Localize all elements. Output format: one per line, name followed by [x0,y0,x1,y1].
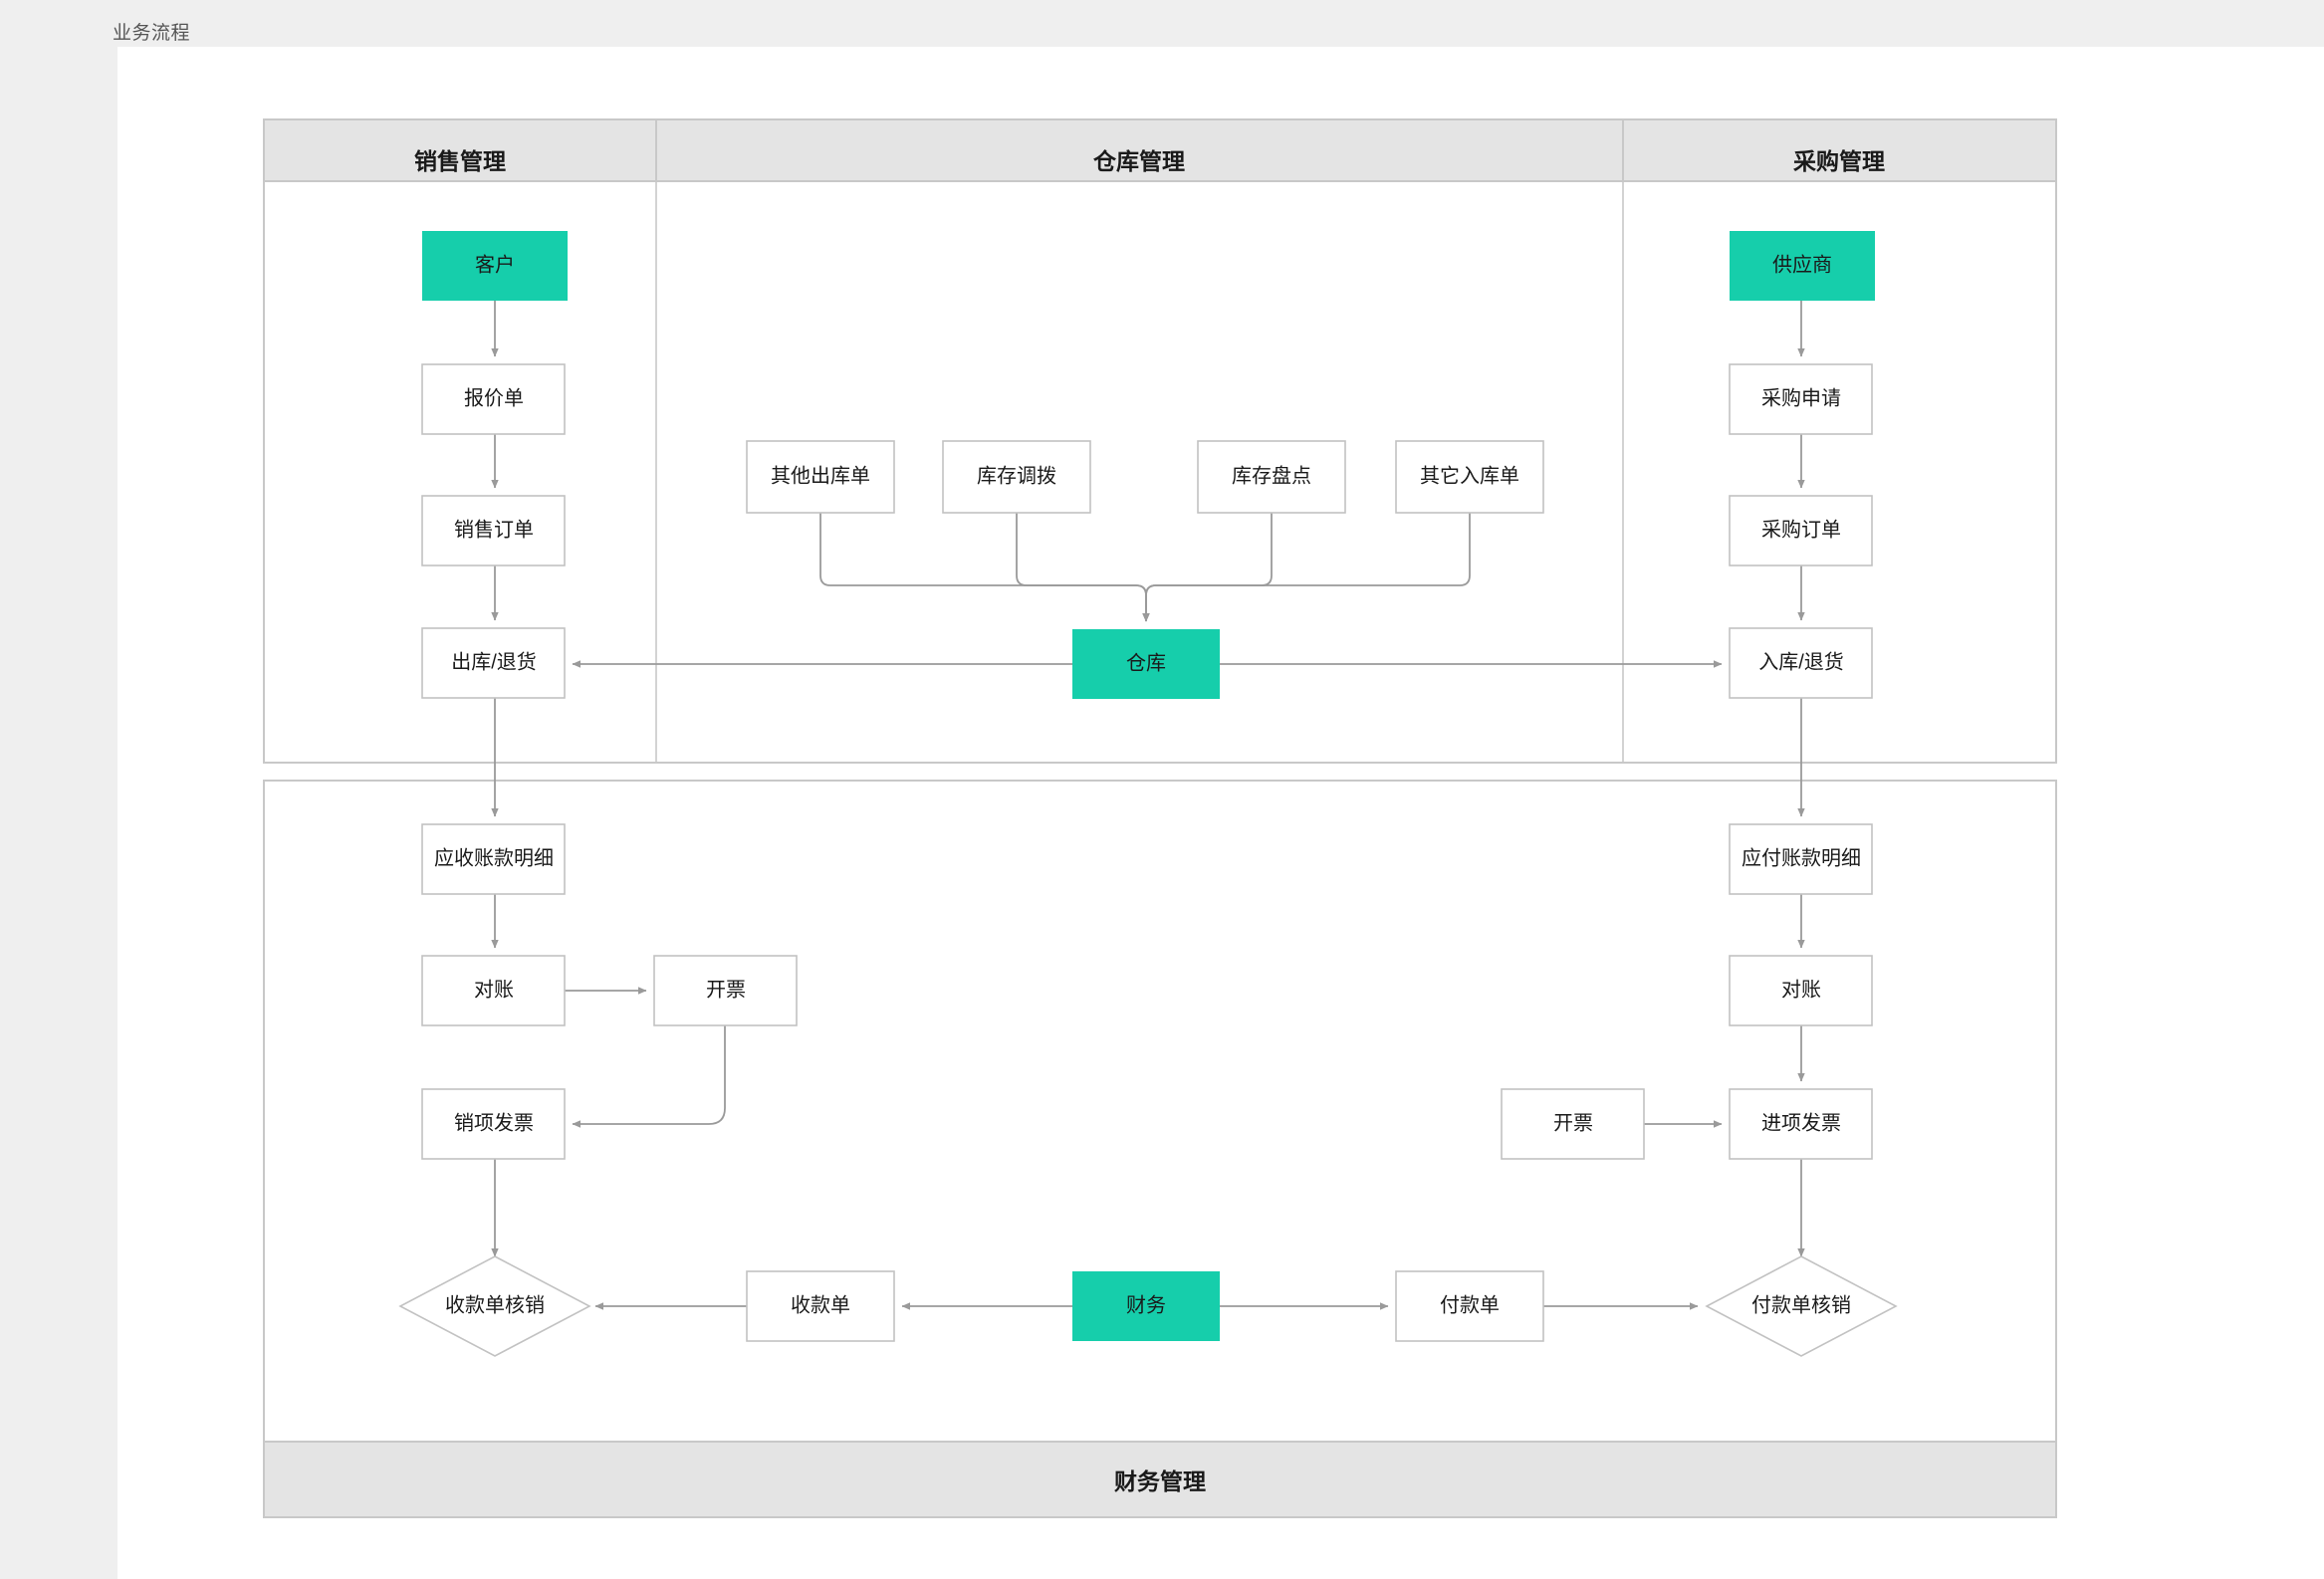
node-stock-count-label: 库存盘点 [1232,464,1311,487]
node-payment-writeoff[interactable]: 付款单核销 [1705,1255,1898,1357]
page-title: 业务流程 [113,23,191,44]
node-supplier-label: 供应商 [1772,253,1832,276]
node-stock-count[interactable]: 库存盘点 [1197,440,1346,514]
edge-other-outbound-to-warehouse [819,513,1150,622]
node-sales-order[interactable]: 销售订单 [421,495,566,566]
node-purchase-order[interactable]: 采购订单 [1729,495,1873,566]
node-payment-writeoff-label: 付款单核销 [1751,1293,1851,1316]
finance-swimlane-container: 财务管理 [263,780,2057,1518]
node-purchase-request[interactable]: 采购申请 [1729,363,1873,435]
node-purchase-order-label: 采购订单 [1761,518,1841,541]
edge-other-inbound-to-warehouse [1142,513,1471,622]
node-reconcile-ap-label: 对账 [1781,978,1821,1001]
node-stock-transfer-label: 库存调拨 [977,464,1056,487]
node-customer-label: 客户 [475,253,515,276]
lane-header-finance-bg [263,1441,2057,1518]
node-sales-order-label: 销售订单 [454,518,534,541]
lane-header-finance-label: 财务管理 [1114,1468,1206,1494]
node-layer: 客户 报价单 销售订单 出库/退货 其他出库单 库存调拨 库存盘点 [398,231,1898,1357]
node-warehouse[interactable]: 仓库 [1072,629,1220,699]
node-output-invoice[interactable]: 销项发票 [421,1088,566,1160]
node-quotation[interactable]: 报价单 [421,363,566,435]
node-finance-label: 财务 [1126,1293,1166,1316]
node-receipt-writeoff[interactable]: 收款单核销 [398,1255,591,1357]
lane-header-sales-bg [263,118,657,182]
node-invoice-ar-label: 开票 [706,979,746,1001]
node-quotation-label: 报价单 [464,386,524,409]
node-payment-order-label: 付款单 [1440,1293,1500,1316]
node-receipt-order-label: 收款单 [791,1293,850,1316]
edge-stock-count-to-warehouse [1142,513,1273,622]
node-receipt-order[interactable]: 收款单 [746,1270,895,1342]
node-other-outbound-label: 其他出库单 [771,464,870,487]
node-output-invoice-label: 销项发票 [454,1111,534,1134]
lane-header-purchase-bg [1622,118,2057,182]
node-input-invoice[interactable]: 进项发票 [1729,1088,1873,1160]
top-swimlane-container: 销售管理 仓库管理 采购管理 [263,118,2057,764]
node-warehouse-label: 仓库 [1126,651,1166,674]
node-receivable-detail[interactable]: 应收账款明细 [421,823,566,895]
node-invoice-ar[interactable]: 开票 [653,955,798,1026]
lane-header-warehouse-label: 仓库管理 [1092,148,1185,174]
lane-header-sales-label: 销售管理 [414,148,506,174]
node-purchase-request-label: 采购申请 [1761,386,1841,409]
node-customer[interactable]: 客户 [422,231,568,301]
node-receipt-writeoff-label: 收款单核销 [445,1293,545,1316]
edge-stock-transfer-to-warehouse [1016,513,1150,622]
node-inbound-return[interactable]: 入库/退货 [1729,627,1873,699]
node-other-inbound[interactable]: 其它入库单 [1395,440,1544,514]
edge-layer [491,301,1805,1310]
node-reconcile-ap[interactable]: 对账 [1729,955,1873,1026]
node-inbound-return-label: 入库/退货 [1758,650,1844,673]
node-other-inbound-label: 其它入库单 [1420,464,1519,487]
node-invoice-ap[interactable]: 开票 [1501,1088,1645,1160]
node-other-outbound[interactable]: 其他出库单 [746,440,895,514]
node-supplier[interactable]: 供应商 [1730,231,1875,301]
node-invoice-ap-label: 开票 [1553,1112,1593,1134]
node-outbound-return-label: 出库/退货 [451,650,537,673]
node-reconcile-ar[interactable]: 对账 [421,955,566,1026]
node-payable-detail-label: 应付账款明细 [1742,846,1861,869]
node-finance[interactable]: 财务 [1072,1271,1220,1341]
node-input-invoice-label: 进项发票 [1761,1111,1841,1134]
lane-header-purchase-label: 采购管理 [1793,148,1885,174]
node-receivable-detail-label: 应收账款明细 [434,846,554,869]
node-payment-order[interactable]: 付款单 [1395,1270,1544,1342]
node-outbound-return[interactable]: 出库/退货 [421,627,566,699]
node-payable-detail[interactable]: 应付账款明细 [1729,823,1873,895]
node-stock-transfer[interactable]: 库存调拨 [942,440,1091,514]
edge-invoice-ar-to-output-invoice [572,1025,726,1128]
node-reconcile-ar-label: 对账 [474,978,514,1001]
